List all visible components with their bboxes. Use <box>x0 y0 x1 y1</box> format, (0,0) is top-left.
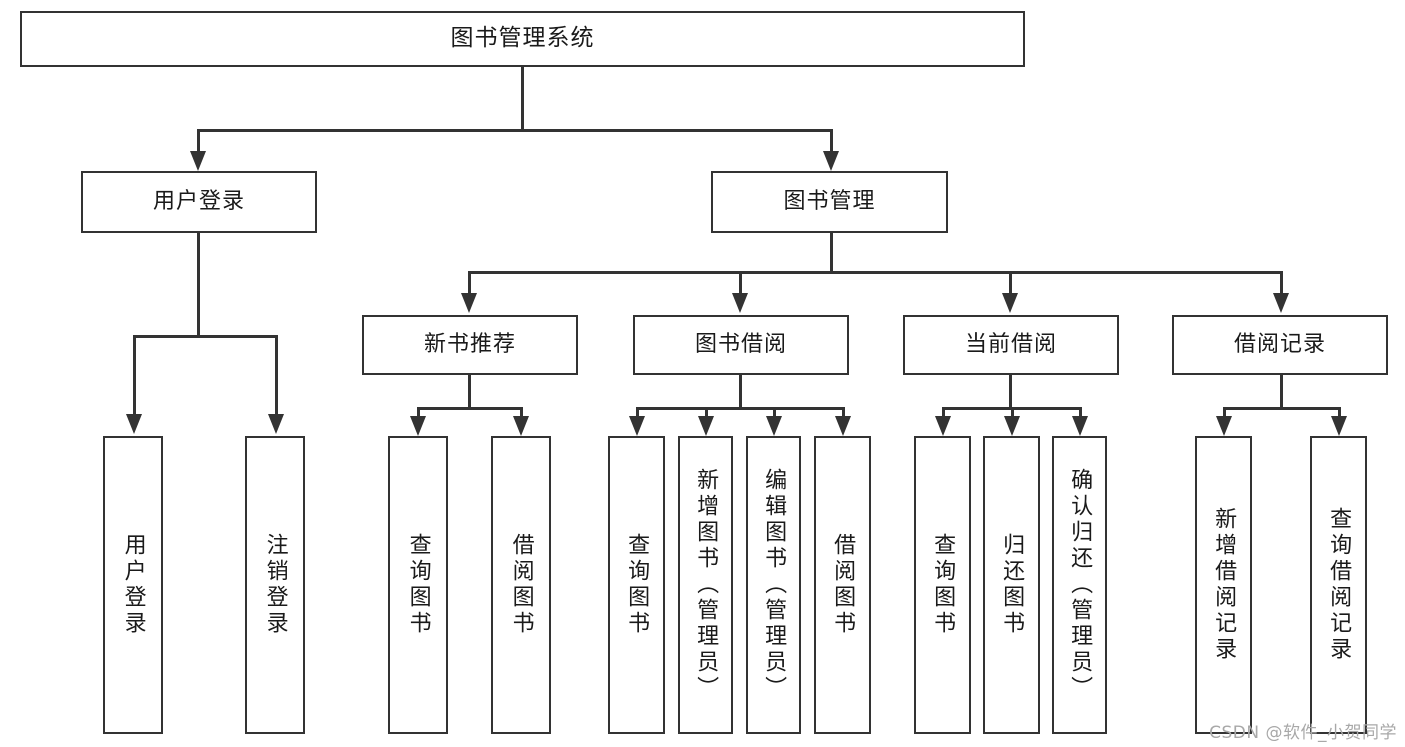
leaf-cb-query-book[interactable]: 查询图书 <box>914 436 971 734</box>
connector-drop-cb-query <box>942 407 945 419</box>
arrow-to-record <box>1273 293 1289 313</box>
arrow-to-book-mgmt <box>823 151 839 171</box>
arrow-to-bb-add <box>698 416 714 436</box>
arrow-to-nb-borrow <box>513 416 529 436</box>
node-label: 确认归还（管理员） <box>1067 468 1093 702</box>
leaf-cb-return-book[interactable]: 归还图书 <box>983 436 1040 734</box>
connector-drop-current <box>1009 271 1012 297</box>
arrow-to-new-book <box>461 293 477 313</box>
leaf-user-login[interactable]: 用户登录 <box>103 436 163 734</box>
node-label: 查询图书 <box>624 533 650 637</box>
arrow-to-bb-query <box>629 416 645 436</box>
node-borrow-record[interactable]: 借阅记录 <box>1172 315 1388 375</box>
node-new-book-recommend[interactable]: 新书推荐 <box>362 315 578 375</box>
connector-new-book-bus <box>417 407 522 410</box>
connector-user-login-stem <box>197 233 200 337</box>
arrow-to-user-login <box>190 151 206 171</box>
node-label: 新书推荐 <box>423 331 516 357</box>
arrow-to-rec-add <box>1216 416 1232 436</box>
node-label: 借阅记录 <box>1233 331 1326 357</box>
node-label: 图书借阅 <box>694 331 787 357</box>
node-label: 编辑图书（管理员） <box>761 468 787 702</box>
connector-drop-leaf-user-login <box>133 335 136 417</box>
arrow-to-rec-query <box>1331 416 1347 436</box>
node-label: 图书管理 <box>783 188 876 214</box>
arrow-to-cb-query <box>935 416 951 436</box>
arrow-to-nb-query <box>410 416 426 436</box>
connector-current-stem <box>1009 375 1012 409</box>
node-label: 查询借阅记录 <box>1326 507 1352 663</box>
connector-drop-rec-add <box>1223 407 1226 419</box>
node-label: 查询图书 <box>405 533 431 637</box>
arrow-to-current <box>1002 293 1018 313</box>
leaf-cb-confirm-return[interactable]: 确认归还（管理员） <box>1052 436 1107 734</box>
connector-drop-record <box>1280 271 1283 297</box>
node-book-management[interactable]: 图书管理 <box>711 171 948 233</box>
connector-drop-book-mgmt <box>830 129 833 155</box>
node-label: 注销登录 <box>262 533 288 637</box>
connector-book-mgmt-bus <box>468 271 1282 274</box>
node-current-borrow[interactable]: 当前借阅 <box>903 315 1119 375</box>
node-user-login[interactable]: 用户登录 <box>81 171 317 233</box>
arrow-to-leaf-logout <box>268 414 284 434</box>
arrow-to-bb-borrow <box>835 416 851 436</box>
connector-drop-nb-borrow <box>520 407 523 419</box>
csdn-watermark: CSDN @软件_小贺同学 <box>1209 723 1397 743</box>
connector-drop-borrow <box>739 271 742 297</box>
connector-drop-leaf-logout <box>275 335 278 417</box>
node-label: 用户登录 <box>152 188 245 214</box>
node-label: 用户登录 <box>120 533 146 637</box>
connector-drop-bb-borrow <box>842 407 845 419</box>
connector-record-stem <box>1280 375 1283 409</box>
leaf-nb-borrow-book[interactable]: 借阅图书 <box>491 436 551 734</box>
connector-drop-cb-return <box>1011 407 1014 419</box>
node-label: 借阅图书 <box>508 533 534 637</box>
leaf-rec-add-record[interactable]: 新增借阅记录 <box>1195 436 1252 734</box>
connector-drop-bb-edit <box>773 407 776 419</box>
arrow-to-cb-return <box>1004 416 1020 436</box>
leaf-rec-query-record[interactable]: 查询借阅记录 <box>1310 436 1367 734</box>
leaf-bb-query-book[interactable]: 查询图书 <box>608 436 665 734</box>
arrow-to-cb-confirm <box>1072 416 1088 436</box>
node-label: 归还图书 <box>999 533 1025 637</box>
connector-drop-bb-add <box>705 407 708 419</box>
connector-drop-nb-query <box>417 407 420 419</box>
node-label: 当前借阅 <box>964 331 1057 357</box>
connector-drop-cb-confirm <box>1079 407 1082 419</box>
leaf-bb-borrow-book[interactable]: 借阅图书 <box>814 436 871 734</box>
connector-drop-bb-query <box>636 407 639 419</box>
connector-drop-user-login <box>197 129 200 155</box>
connector-new-book-stem <box>468 375 471 409</box>
leaf-bb-add-book[interactable]: 新增图书（管理员） <box>678 436 733 734</box>
arrow-to-borrow <box>732 293 748 313</box>
leaf-logout[interactable]: 注销登录 <box>245 436 305 734</box>
arrow-to-leaf-user-login <box>126 414 142 434</box>
leaf-nb-query-book[interactable]: 查询图书 <box>388 436 448 734</box>
leaf-bb-edit-book[interactable]: 编辑图书（管理员） <box>746 436 801 734</box>
connector-root-stem <box>521 67 524 131</box>
node-book-borrow[interactable]: 图书借阅 <box>633 315 849 375</box>
node-label: 借阅图书 <box>830 533 856 637</box>
connector-drop-new-book <box>468 271 471 297</box>
arrow-to-bb-edit <box>766 416 782 436</box>
connector-user-login-bus <box>133 335 278 338</box>
connector-root-bus <box>197 129 833 132</box>
node-label: 新增借阅记录 <box>1211 507 1237 663</box>
node-root-system[interactable]: 图书管理系统 <box>20 11 1025 67</box>
connector-drop-rec-query <box>1338 407 1341 419</box>
node-label: 图书管理系统 <box>450 25 595 52</box>
connector-book-mgmt-stem <box>830 233 833 273</box>
connector-borrow-stem <box>739 375 742 409</box>
node-label: 新增图书（管理员） <box>693 468 719 702</box>
connector-borrow-bus <box>636 407 845 410</box>
connector-record-bus <box>1223 407 1340 410</box>
node-label: 查询图书 <box>930 533 956 637</box>
